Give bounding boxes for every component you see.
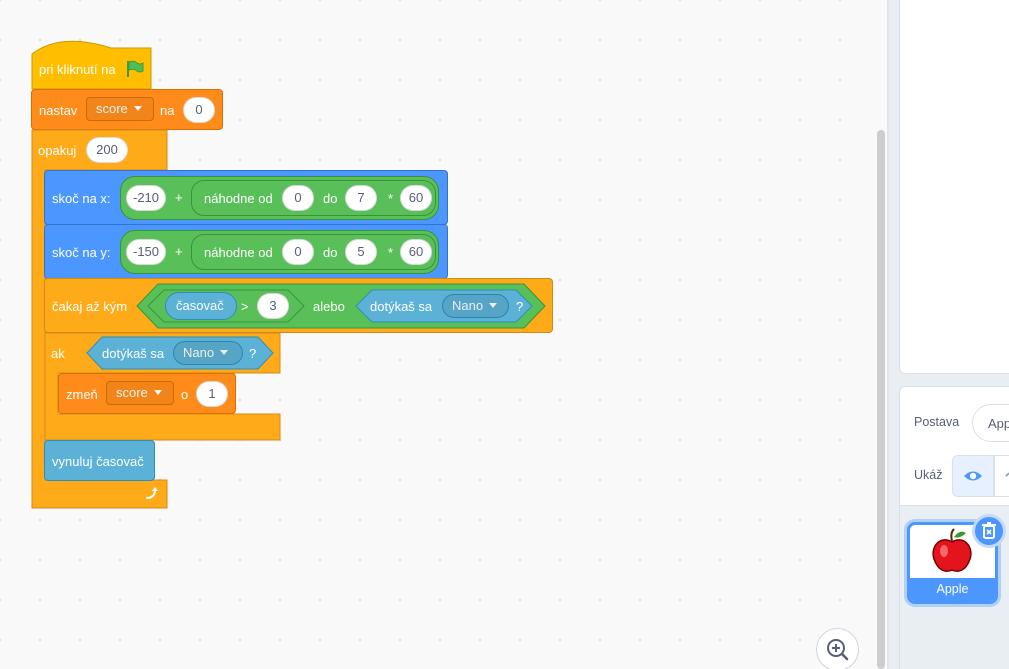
dropdown-caret-icon <box>220 350 229 355</box>
wait-until-block[interactable]: čakaj až kým časovač > 3 alebo dotýkaš s… <box>44 278 553 333</box>
repeat-count-input[interactable]: 200 <box>86 137 128 163</box>
go-to-y-block[interactable]: skoč na y: -150 + náhodne od 0 do 5 * 60 <box>44 224 448 279</box>
greater-than-label: > <box>241 299 249 314</box>
if-label: ak <box>51 346 65 361</box>
x-factor-input[interactable]: 60 <box>400 185 432 211</box>
add-operator[interactable]: -210 + náhodne od 0 do 7 * 60 <box>120 176 439 220</box>
set-value-input[interactable]: 0 <box>183 97 215 123</box>
show-hidden-button[interactable] <box>994 455 1009 497</box>
x-random-from-input[interactable]: 0 <box>282 185 314 211</box>
random-label: náhodne od <box>204 245 273 260</box>
change-variable-name: score <box>116 385 148 400</box>
touching-label: dotýkaš sa <box>370 299 433 314</box>
y-random-to-input[interactable]: 5 <box>345 239 377 265</box>
show-visible-button[interactable] <box>952 455 994 497</box>
repeat-block[interactable]: opakuj 200 <box>31 129 168 509</box>
y-factor-input[interactable]: 60 <box>400 239 432 265</box>
random-to-label: do <box>323 245 338 260</box>
add-operator[interactable]: -150 + náhodne od 0 do 5 * 60 <box>120 230 439 274</box>
times-label: * <box>388 245 394 260</box>
to-label: na <box>160 103 175 118</box>
set-label: nastav <box>39 103 78 118</box>
or-label: alebo <box>313 299 345 314</box>
by-label: o <box>181 387 189 402</box>
show-label: Ukáž <box>914 468 943 482</box>
random-label: náhodne od <box>204 191 273 206</box>
when-flag-clicked-block[interactable]: pri kliknutí na <box>31 34 152 90</box>
green-flag-icon <box>127 60 144 77</box>
delete-sprite-button[interactable] <box>972 514 1006 548</box>
goto-x-label: skoč na x: <box>52 191 111 206</box>
times-label: * <box>388 191 394 206</box>
multiply-operator[interactable]: náhodne od 0 do 7 * 60 <box>191 180 436 216</box>
dropdown-caret-icon <box>489 303 498 308</box>
question-mark: ? <box>516 299 524 314</box>
timer-reporter[interactable]: časovač <box>165 292 237 320</box>
timer-threshold-input[interactable]: 3 <box>257 293 289 319</box>
stage[interactable] <box>899 0 1009 374</box>
eye-icon <box>964 471 982 481</box>
dropdown-caret-icon <box>133 106 142 111</box>
change-label: zmeň <box>66 387 98 402</box>
go-to-x-block[interactable]: skoč na x: -210 + náhodne od 0 do 7 * 60 <box>44 170 448 225</box>
variable-dropdown[interactable]: score <box>86 97 154 121</box>
touching-target-name: Nano <box>452 298 484 313</box>
panel-divider <box>887 0 889 669</box>
sprite-thumbnail-caption: Apple <box>910 578 995 601</box>
if-touching-target-dropdown[interactable]: Nano <box>173 341 243 365</box>
plus-label: + <box>175 244 183 259</box>
zoom-in-icon <box>827 639 849 661</box>
reset-timer-block[interactable]: vynuluj časovač <box>44 440 155 481</box>
variable-name: score <box>96 101 128 116</box>
zoom-in-button[interactable] <box>816 628 859 669</box>
random-to-label: do <box>323 191 338 206</box>
apple-icon <box>932 528 972 572</box>
loop-arrow-icon <box>145 487 158 499</box>
y-random-from-input[interactable]: 0 <box>282 239 314 265</box>
touching-target-dropdown[interactable]: Nano <box>442 294 509 318</box>
x-random-to-input[interactable]: 7 <box>345 185 377 211</box>
hat-label: pri kliknutí na <box>39 62 116 77</box>
multiply-operator[interactable]: náhodne od 0 do 5 * 60 <box>191 234 436 270</box>
eye-closed-icon <box>1005 472 1009 477</box>
x-base-input[interactable]: -210 <box>126 185 166 211</box>
touching-label: dotýkaš sa <box>102 346 165 361</box>
goto-y-label: skoč na y: <box>52 245 111 260</box>
trash-icon <box>982 522 996 539</box>
sprite-name-label: Postava <box>914 415 960 429</box>
change-variable-block[interactable]: zmeň score o 1 <box>58 373 236 414</box>
change-value-input[interactable]: 1 <box>196 381 228 407</box>
sprite-name-input[interactable]: Apple <box>972 404 1009 442</box>
if-touching-target-name: Nano <box>183 345 215 360</box>
change-variable-dropdown[interactable]: score <box>106 381 174 405</box>
dropdown-caret-icon <box>153 390 162 395</box>
wait-until-label: čakaj až kým <box>52 299 128 314</box>
reset-timer-label: vynuluj časovač <box>52 454 144 469</box>
repeat-label: opakuj <box>38 143 77 158</box>
sprite-thumbnail-apple[interactable]: Apple <box>907 522 998 604</box>
question-mark: ? <box>249 346 257 361</box>
workspace-scrollbar-thumb[interactable] <box>877 130 885 669</box>
if-block[interactable]: ak dotýkaš sa Nano ? <box>44 332 281 441</box>
set-variable-block[interactable]: nastav score na 0 <box>31 89 223 130</box>
y-base-input[interactable]: -150 <box>126 239 166 265</box>
plus-label: + <box>175 190 183 205</box>
